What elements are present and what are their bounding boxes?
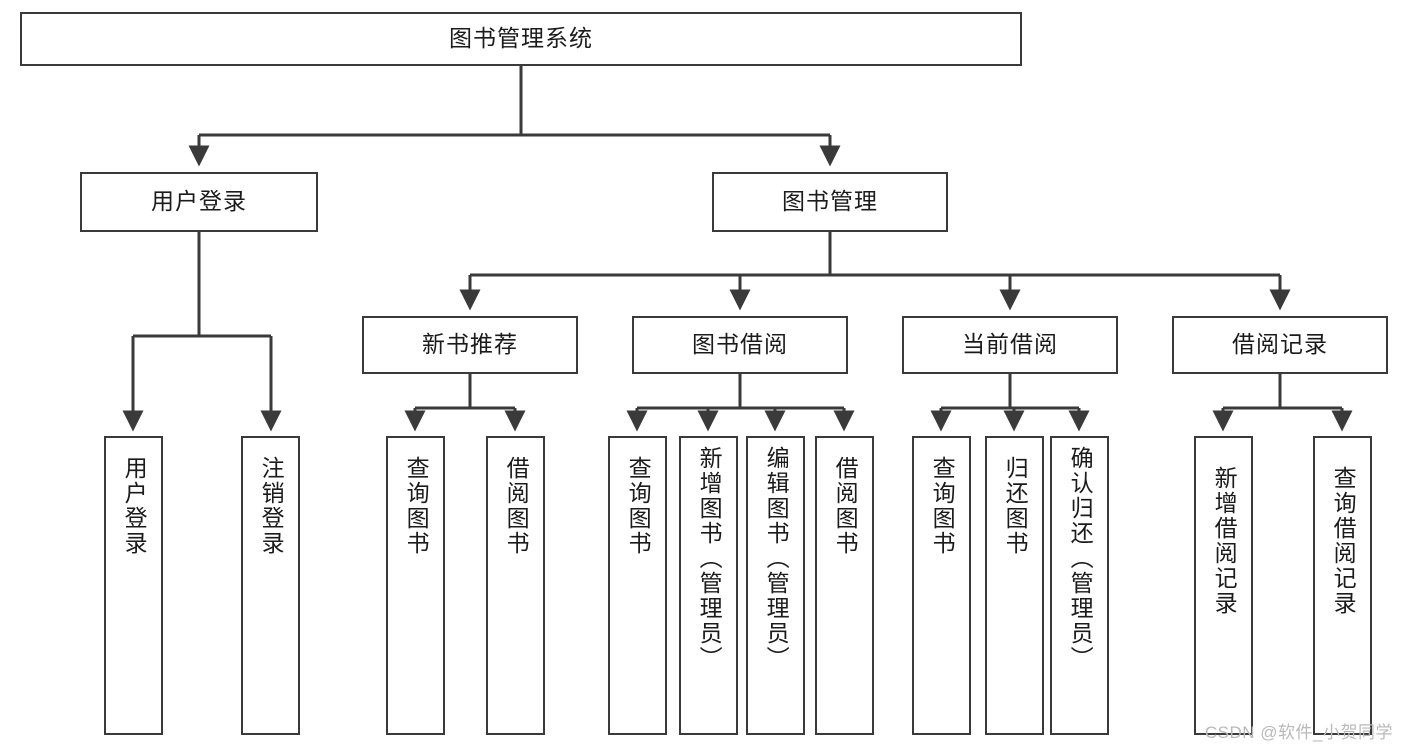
node-leaf-add-book[interactable]: 新增图书（管理员） xyxy=(679,436,738,735)
node-leaf-query-book-1[interactable]: 查询图书 xyxy=(386,436,445,735)
node-leaf-query-book-3[interactable]: 查询图书 xyxy=(912,436,971,735)
node-leaf-borrow-book-2-label: 借阅图书 xyxy=(832,456,859,556)
node-book-borrow[interactable]: 图书借阅 xyxy=(632,316,848,374)
node-leaf-confirm-return-label: 确认归还（管理员） xyxy=(1067,446,1094,671)
node-leaf-query-book-1-label: 查询图书 xyxy=(403,456,430,556)
node-leaf-borrow-book-1[interactable]: 借阅图书 xyxy=(486,436,545,735)
node-new-book-recommend-label: 新书推荐 xyxy=(422,331,518,358)
node-leaf-query-book-3-label: 查询图书 xyxy=(929,456,956,556)
node-new-book-recommend[interactable]: 新书推荐 xyxy=(362,316,578,374)
node-leaf-return-book-label: 归还图书 xyxy=(1002,456,1029,556)
node-leaf-query-book-2[interactable]: 查询图书 xyxy=(608,436,667,735)
node-leaf-return-book[interactable]: 归还图书 xyxy=(985,436,1044,735)
node-borrow-record-label: 借阅记录 xyxy=(1232,331,1328,358)
node-leaf-query-borrow-record[interactable]: 查询借阅记录 xyxy=(1313,436,1372,735)
node-user-login[interactable]: 用户登录 xyxy=(80,172,318,232)
node-book-borrow-label: 图书借阅 xyxy=(692,331,788,358)
node-leaf-edit-book[interactable]: 编辑图书（管理员） xyxy=(746,436,805,735)
node-book-manage[interactable]: 图书管理 xyxy=(712,172,948,232)
node-leaf-borrow-book-1-label: 借阅图书 xyxy=(503,456,530,556)
node-root[interactable]: 图书管理系统 xyxy=(20,12,1022,66)
node-book-manage-label: 图书管理 xyxy=(782,188,878,215)
node-current-borrow[interactable]: 当前借阅 xyxy=(902,316,1118,374)
node-leaf-confirm-return[interactable]: 确认归还（管理员） xyxy=(1050,436,1109,735)
node-leaf-user-login[interactable]: 用户登录 xyxy=(104,436,163,735)
node-leaf-borrow-book-2[interactable]: 借阅图书 xyxy=(815,436,874,735)
node-leaf-add-borrow-record[interactable]: 新增借阅记录 xyxy=(1194,436,1253,735)
node-leaf-add-borrow-record-label: 新增借阅记录 xyxy=(1211,466,1238,616)
node-leaf-logout[interactable]: 注销登录 xyxy=(241,436,300,735)
watermark: CSDN @软件_小贺同学 xyxy=(1204,723,1393,742)
node-leaf-edit-book-label: 编辑图书（管理员） xyxy=(763,446,790,671)
node-leaf-add-book-label: 新增图书（管理员） xyxy=(696,446,723,671)
node-leaf-logout-label: 注销登录 xyxy=(258,456,285,556)
node-current-borrow-label: 当前借阅 xyxy=(962,331,1058,358)
node-leaf-query-borrow-record-label: 查询借阅记录 xyxy=(1330,466,1357,616)
node-borrow-record[interactable]: 借阅记录 xyxy=(1172,316,1388,374)
node-user-login-label: 用户登录 xyxy=(151,188,247,215)
node-leaf-user-login-label: 用户登录 xyxy=(121,456,148,556)
node-root-label: 图书管理系统 xyxy=(449,25,593,52)
node-leaf-query-book-2-label: 查询图书 xyxy=(625,456,652,556)
